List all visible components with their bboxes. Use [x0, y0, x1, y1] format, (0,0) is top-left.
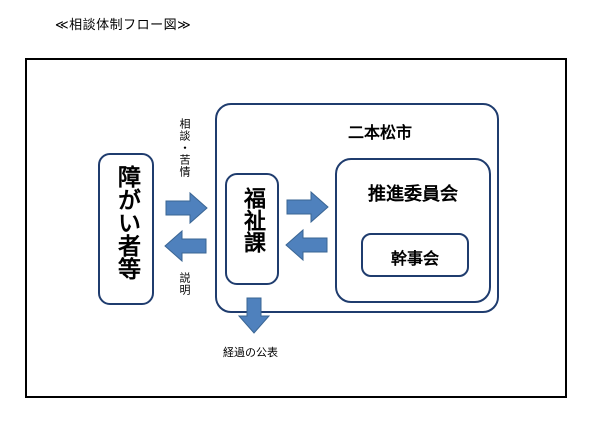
- arrow-welfare-to-persons: [164, 229, 207, 263]
- arrow-welfare-to-committee: [286, 190, 329, 224]
- publication-label: 経過の公表: [223, 346, 278, 359]
- secretariat-box: 幹事会: [361, 233, 469, 277]
- secretariat-label: 幹事会: [390, 249, 439, 268]
- arrow-persons-to-welfare: [165, 191, 208, 225]
- persons-label: 障がい者等: [113, 165, 140, 280]
- persons-box: 障がい者等: [98, 153, 154, 305]
- welfare-section-label: 福祉課: [240, 187, 265, 253]
- diagram-caption: ≪相談体制フロー図≫: [55, 18, 192, 33]
- arrow-committee-to-welfare: [285, 228, 328, 262]
- committee-label: 推進委員会: [368, 184, 458, 205]
- explanation-label: 説明: [178, 272, 191, 296]
- diagram-frame: [25, 58, 567, 398]
- arrow-publication-down: [237, 297, 271, 334]
- city-label: 二本松市: [347, 123, 412, 142]
- consultation-label: 相談・苦情: [178, 118, 191, 178]
- welfare-section-box: 福祉課: [225, 173, 279, 285]
- committee-box: 推進委員会 幹事会: [335, 158, 491, 303]
